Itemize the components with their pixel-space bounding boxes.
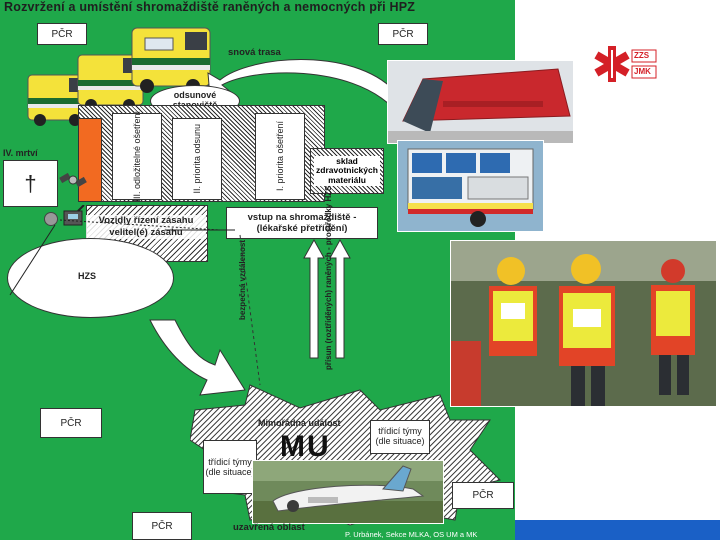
mu-label: MU <box>280 430 331 463</box>
hzs-label: HZS <box>78 271 96 281</box>
ambulance-photo <box>25 20 225 130</box>
section-1: I. priorita ošetření <box>255 113 305 200</box>
pcr-box-mid-left: PČR <box>40 408 102 438</box>
triage-right: třídicí týmy (dle situace) <box>370 420 430 454</box>
orange-strip <box>78 118 102 202</box>
safe-distance-arrow <box>239 234 261 386</box>
pcr-box-bottom-right: PČR <box>452 482 514 509</box>
supplies-trailer-photo <box>397 140 544 232</box>
star-of-life-icon <box>594 46 657 82</box>
page-title: Rozvržení a umístění shromaždiště raněný… <box>4 0 416 14</box>
arrival-arrow <box>303 238 351 359</box>
triage-left: třídicí týmy (dle situace) <box>203 440 257 494</box>
command-label: Vozidly řízení zásahu velitel(é) zásahu <box>86 215 206 239</box>
pcr-box-top-right: PČR <box>378 23 428 45</box>
pcr-box-bottom-left: PČR <box>132 512 192 540</box>
route-label: snová trasa <box>228 47 281 58</box>
closed-area-label: uzavřená oblast <box>233 522 305 533</box>
logo-line2: JMK <box>634 67 651 76</box>
satellite-icon <box>59 172 87 188</box>
dead-area: † <box>3 160 58 207</box>
arrival-label: přísun (roztříděných) raněných - prostře… <box>323 185 333 370</box>
entry-box: vstup na shromaždiště - (lékařské přetří… <box>226 207 378 239</box>
hzs-area <box>7 238 174 318</box>
dead-label: IV. mrtví <box>3 148 38 158</box>
section-2: II. priorita odsunu <box>172 118 222 200</box>
antenna-icon <box>44 212 58 226</box>
mass-event-label: Mimořádná událost <box>258 418 341 428</box>
footer-text: P. Urbánek, Sekce MLKA, OS UM a MK <box>345 530 478 539</box>
supplies-box: sklad zdravotnických materiálu <box>310 148 384 194</box>
rescuers-photo <box>450 240 717 407</box>
comm-lines <box>9 219 235 296</box>
tent-photo <box>387 60 574 144</box>
curved-arrow <box>149 319 246 396</box>
logo-line1: ZZS <box>634 51 650 60</box>
plane-crash-photo <box>252 460 444 524</box>
pcr-box-top-left: PČR <box>37 23 87 45</box>
cross-icon: † <box>24 170 37 196</box>
section-3: III. odložitelné ošetření <box>112 111 162 202</box>
zzs-logo: ZZS JMK <box>592 42 662 87</box>
footer-bar <box>515 520 720 540</box>
